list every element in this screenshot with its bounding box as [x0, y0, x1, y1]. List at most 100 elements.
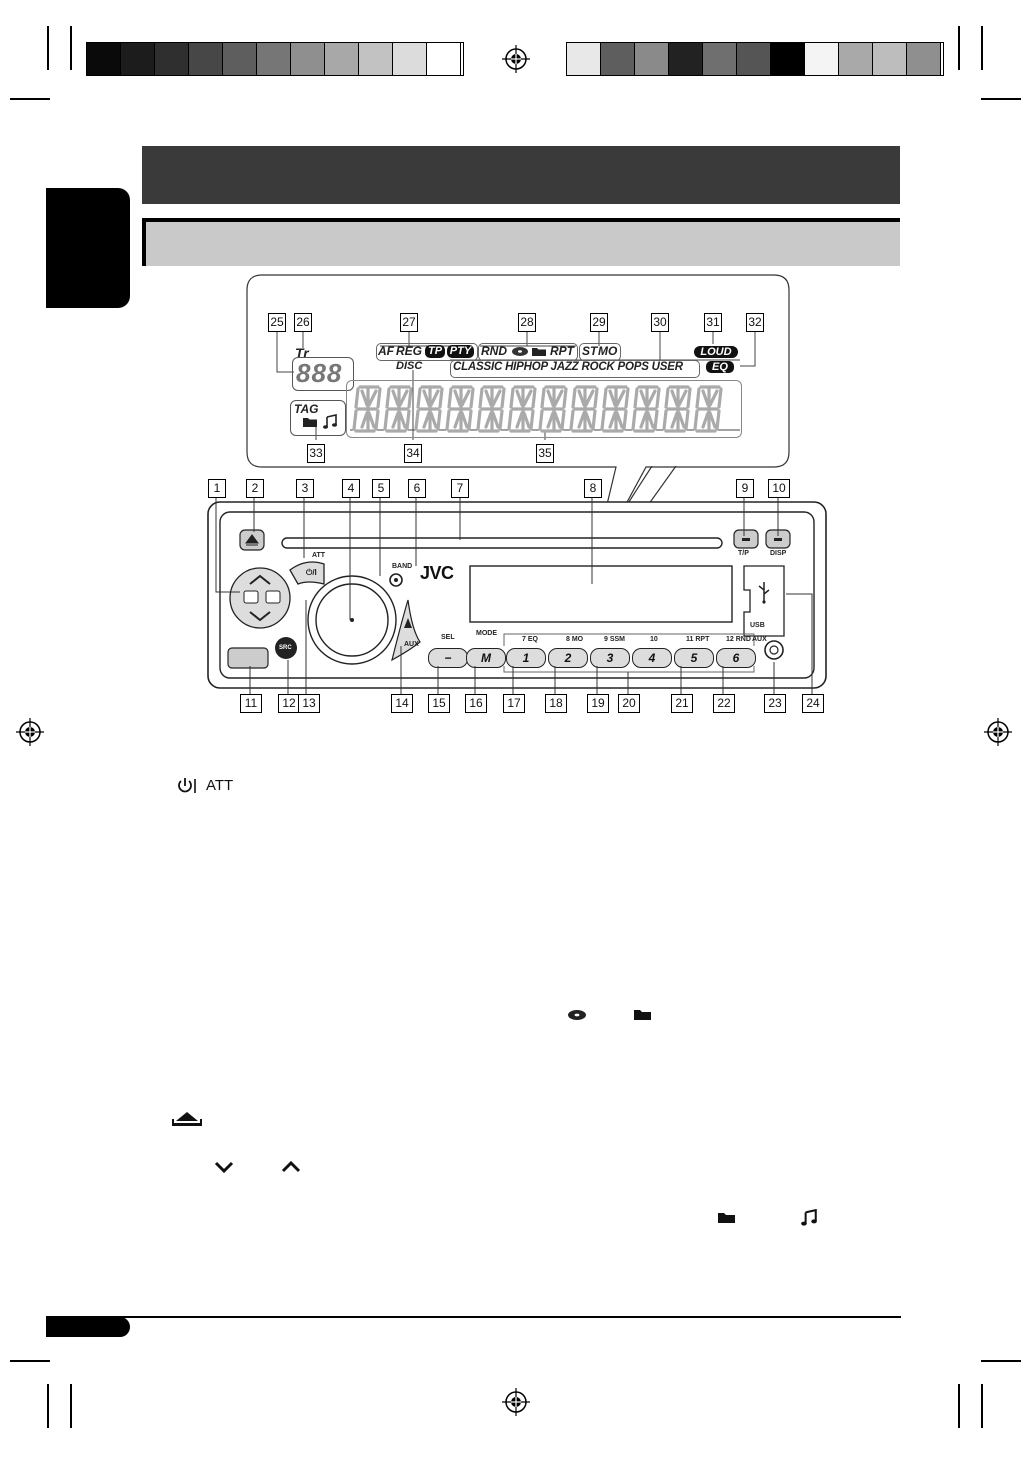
preset-button-5[interactable]: 5: [674, 648, 714, 668]
preset-top-label-5: 11 RPT: [686, 636, 710, 643]
crop-mark: [958, 1384, 960, 1428]
segment-digit: [476, 385, 506, 433]
usb-label: USB: [750, 622, 765, 629]
lcd-af-group-frame: [376, 343, 478, 361]
calibration-swatch: [601, 43, 635, 75]
callout-13: 13: [298, 694, 320, 713]
crop-mark: [70, 1384, 72, 1428]
lcd-tag: TAG: [294, 402, 319, 416]
callout-11: 11: [240, 694, 262, 713]
callout-24: 24: [802, 694, 824, 713]
crop-mark: [981, 98, 1021, 100]
preset-button-2[interactable]: 2: [548, 648, 588, 668]
calibration-swatch: [567, 43, 601, 75]
preset-button-1[interactable]: 1: [506, 648, 546, 668]
chevron-up-icon: [281, 1160, 301, 1173]
calibration-swatch: [839, 43, 873, 75]
crop-mark: [10, 98, 50, 100]
mode-m-button[interactable]: M: [466, 648, 506, 668]
calibration-bar-right: [566, 42, 944, 76]
src-label: SRC: [279, 645, 292, 651]
crop-mark: [981, 1360, 1021, 1362]
preset-button-6[interactable]: 6: [716, 648, 756, 668]
head-unit-drawing: [207, 501, 827, 689]
calibration-swatch: [907, 43, 941, 75]
callout-34: 34: [404, 444, 422, 463]
power-label: ⏻/I: [306, 568, 317, 577]
folder-icon: [532, 348, 546, 356]
disp-label: DISP: [770, 550, 787, 557]
lcd-mo: MO: [598, 344, 618, 358]
band-label: BAND: [392, 563, 413, 570]
segment-digit: [662, 385, 692, 433]
callout-20: 20: [618, 694, 640, 713]
callout-4: 4: [342, 479, 360, 498]
calibration-swatch: [121, 43, 155, 75]
callout-21: 21: [671, 694, 693, 713]
registration-mark-icon: [16, 718, 44, 746]
disc-icon: [512, 347, 528, 356]
calibration-swatch: [427, 43, 461, 75]
lcd-rpt: RPT: [550, 344, 574, 358]
callout-5: 5: [372, 479, 390, 498]
calibration-swatch: [155, 43, 189, 75]
callout-25: 25: [268, 313, 286, 332]
footer-rule: [46, 1316, 901, 1318]
calibration-swatch: [223, 43, 257, 75]
callout-2: 2: [246, 479, 264, 498]
registration-mark-icon: [502, 1388, 530, 1416]
calibration-swatch: [737, 43, 771, 75]
callout-28: 28: [518, 313, 536, 332]
preset-button-3[interactable]: 3: [590, 648, 630, 668]
eject-icon: [172, 1112, 202, 1126]
lcd-pty: PTY: [447, 345, 474, 358]
calibration-swatch: [189, 43, 223, 75]
segment-digit: [693, 385, 723, 433]
callout-27: 27: [400, 313, 418, 332]
att-text: ATT: [206, 777, 234, 794]
lcd-rnd: RND: [481, 344, 507, 358]
calibration-swatch: [359, 43, 393, 75]
crop-mark: [981, 1384, 983, 1428]
preset-top-label-6: 12 RND: [726, 636, 751, 643]
callout-26: 26: [294, 313, 312, 332]
jvc-logo: JVC: [420, 563, 454, 583]
callout-19: 19: [587, 694, 609, 713]
att-label: ATT: [312, 552, 326, 559]
callout-32: 32: [746, 313, 764, 332]
calibration-swatch: [703, 43, 737, 75]
aux-swoosh-label: AUX: [404, 641, 419, 648]
crop-mark: [10, 1360, 50, 1362]
segment-digit: [569, 385, 599, 433]
usb-icon: [758, 582, 770, 604]
segment-digit: [507, 385, 537, 433]
lcd-tag-frame: [290, 400, 346, 436]
page-number-tab: [46, 1317, 130, 1337]
folder-icon: [718, 1213, 735, 1223]
segment-digit: [352, 385, 382, 433]
calibration-swatch: [325, 43, 359, 75]
callout-33: 33: [307, 444, 325, 463]
calibration-swatch: [805, 43, 839, 75]
segment-digit: [383, 385, 413, 433]
folder-icon: [303, 418, 317, 427]
subsection-header-band: [142, 218, 900, 266]
chevron-down-icon: [214, 1161, 234, 1174]
calibration-swatch: [393, 43, 427, 75]
calibration-swatch: [291, 43, 325, 75]
lcd-tp: TP: [425, 345, 445, 358]
music-note-icon: [801, 1209, 817, 1226]
segment-digit: [631, 385, 661, 433]
callout-31: 31: [704, 313, 722, 332]
lcd-eq: EQ: [706, 361, 734, 373]
lcd-loud: LOUD: [694, 346, 738, 358]
crop-mark: [958, 26, 960, 70]
music-note-icon: [323, 414, 337, 429]
lcd-eq-modes: CLASSIC HIPHOP JAZZ ROCK POPS USER: [453, 361, 683, 373]
lcd-main-text-frame: [346, 380, 742, 438]
unit-leader-lines: [215, 498, 813, 694]
mode-label: MODE: [476, 630, 497, 637]
callout-22: 22: [713, 694, 735, 713]
preset-button-4[interactable]: 4: [632, 648, 672, 668]
calibration-swatch: [635, 43, 669, 75]
